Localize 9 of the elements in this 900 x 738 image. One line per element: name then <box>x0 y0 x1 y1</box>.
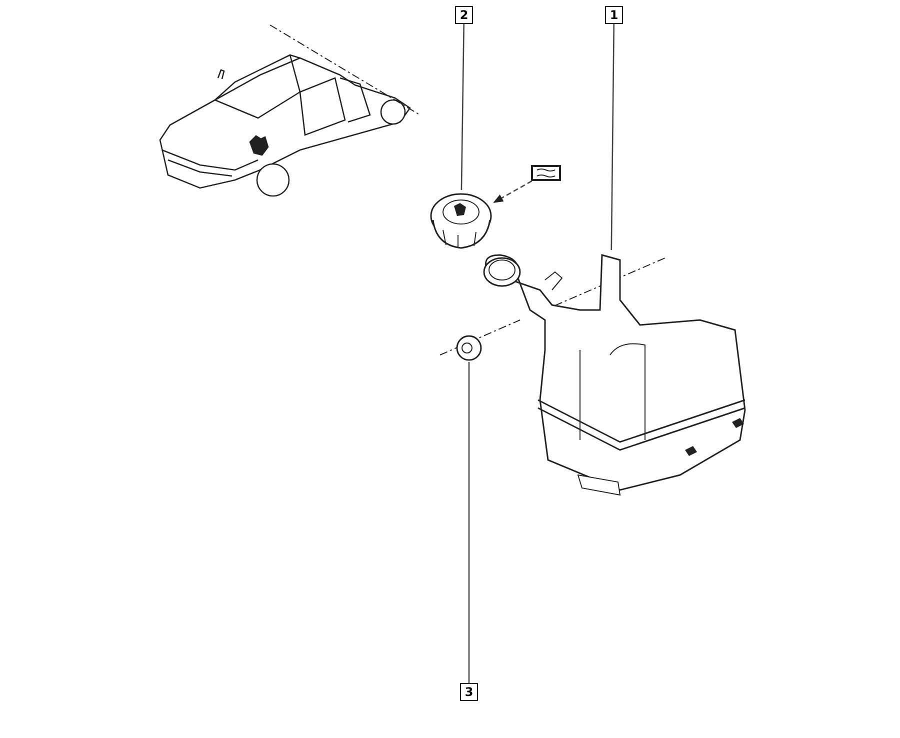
leader-line <box>610 24 615 250</box>
leader-line <box>460 24 465 190</box>
leader-line <box>468 362 470 683</box>
seal-symbol <box>531 165 561 181</box>
callout-number: 3 <box>460 683 478 701</box>
callout-number: 1 <box>605 6 623 24</box>
arrow <box>493 180 532 203</box>
grommet-drawing <box>455 334 483 362</box>
callout-number: 2 <box>455 6 473 24</box>
